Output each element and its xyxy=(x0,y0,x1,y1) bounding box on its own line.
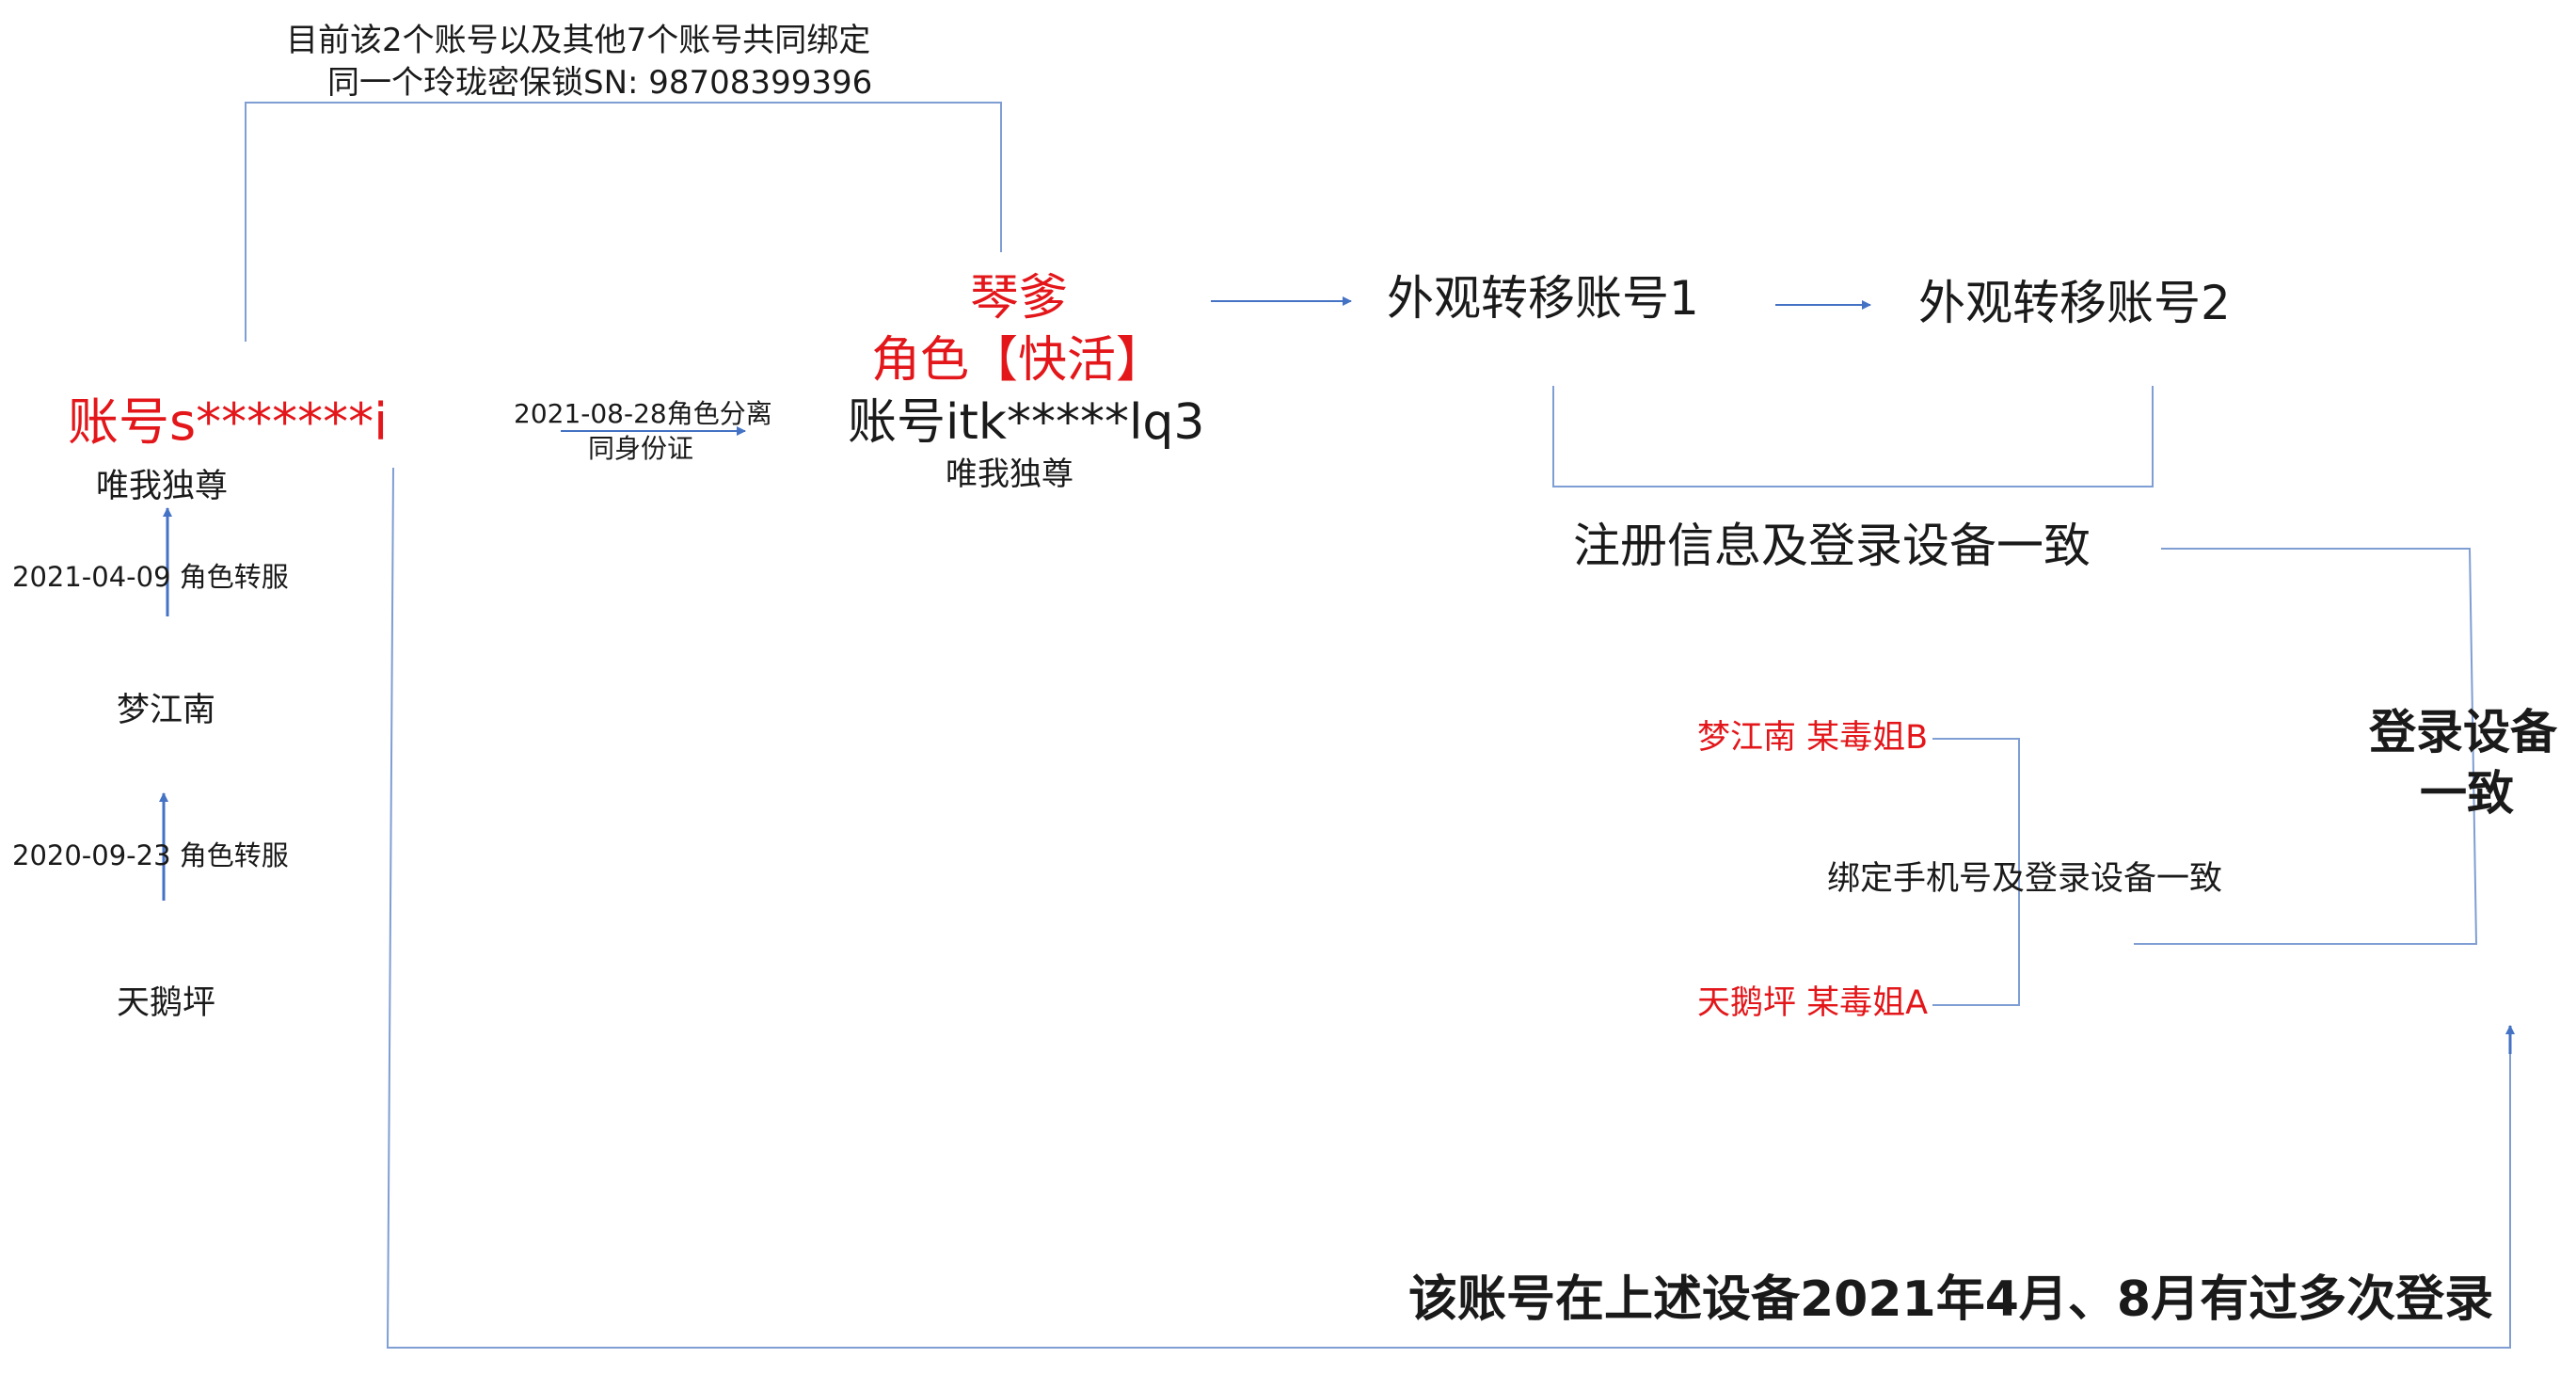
appearance-account-2: 外观转移账号2 xyxy=(1918,276,2231,330)
kuaihuo-role: 角色【快活】 xyxy=(871,332,1166,389)
transfer-2021-label: 2021-04-09 角色转服 xyxy=(12,561,289,593)
login-history-note: 该账号在上述设备2021年4月、8月有过多次登录 xyxy=(1408,1271,2494,1328)
sn-bracket-line xyxy=(245,102,1002,342)
poison-sister-b: 梦江南 某毒姐B xyxy=(1697,719,1929,757)
transfer-2021-date: 2021-04-09 xyxy=(12,561,171,593)
transfer-2020-text: 角色转服 xyxy=(179,839,289,871)
device-note-line2: 一致 xyxy=(2420,766,2514,821)
registration-device-bracket xyxy=(2134,548,2478,945)
account-s-role: 唯我独尊 xyxy=(96,468,229,505)
server-mengjiangnan-left: 梦江南 xyxy=(117,692,216,729)
account-itk-label: 账号itk*****lq3 xyxy=(848,394,1205,451)
appearance-bracket xyxy=(1552,386,2154,487)
login-bottom-line xyxy=(386,467,2511,1349)
device-note-line1: 登录设备 xyxy=(2369,705,2557,759)
appearance-account-1: 外观转移账号1 xyxy=(1387,271,1699,326)
qindie-name: 琴爹 xyxy=(970,270,1069,327)
account-s-label: 账号s*******i xyxy=(68,392,389,452)
transfer-2020-label: 2020-09-23 角色转服 xyxy=(12,839,289,871)
registration-note: 注册信息及登录设备一致 xyxy=(1573,519,2091,573)
server-tianeping-left: 天鹅坪 xyxy=(117,984,216,1022)
split-note-line2: 同身份证 xyxy=(588,433,694,464)
account-itk-server: 唯我独尊 xyxy=(946,455,1073,493)
top-note-line2: 同一个玲珑密保锁SN: 98708399396 xyxy=(327,64,873,102)
poison-sister-a: 天鹅坪 某毒姐A xyxy=(1697,984,1929,1022)
phone-device-note: 绑定手机号及登录设备一致 xyxy=(1827,860,2223,898)
top-note-line1: 目前该2个账号以及其他7个账号共同绑定 xyxy=(286,22,871,59)
transfer-2020-date: 2020-09-23 xyxy=(12,839,171,871)
poison-sister-bracket xyxy=(1932,738,2020,1006)
transfer-2021-text: 角色转服 xyxy=(179,561,289,593)
split-note-line1: 2021-08-28角色分离 xyxy=(514,398,772,429)
